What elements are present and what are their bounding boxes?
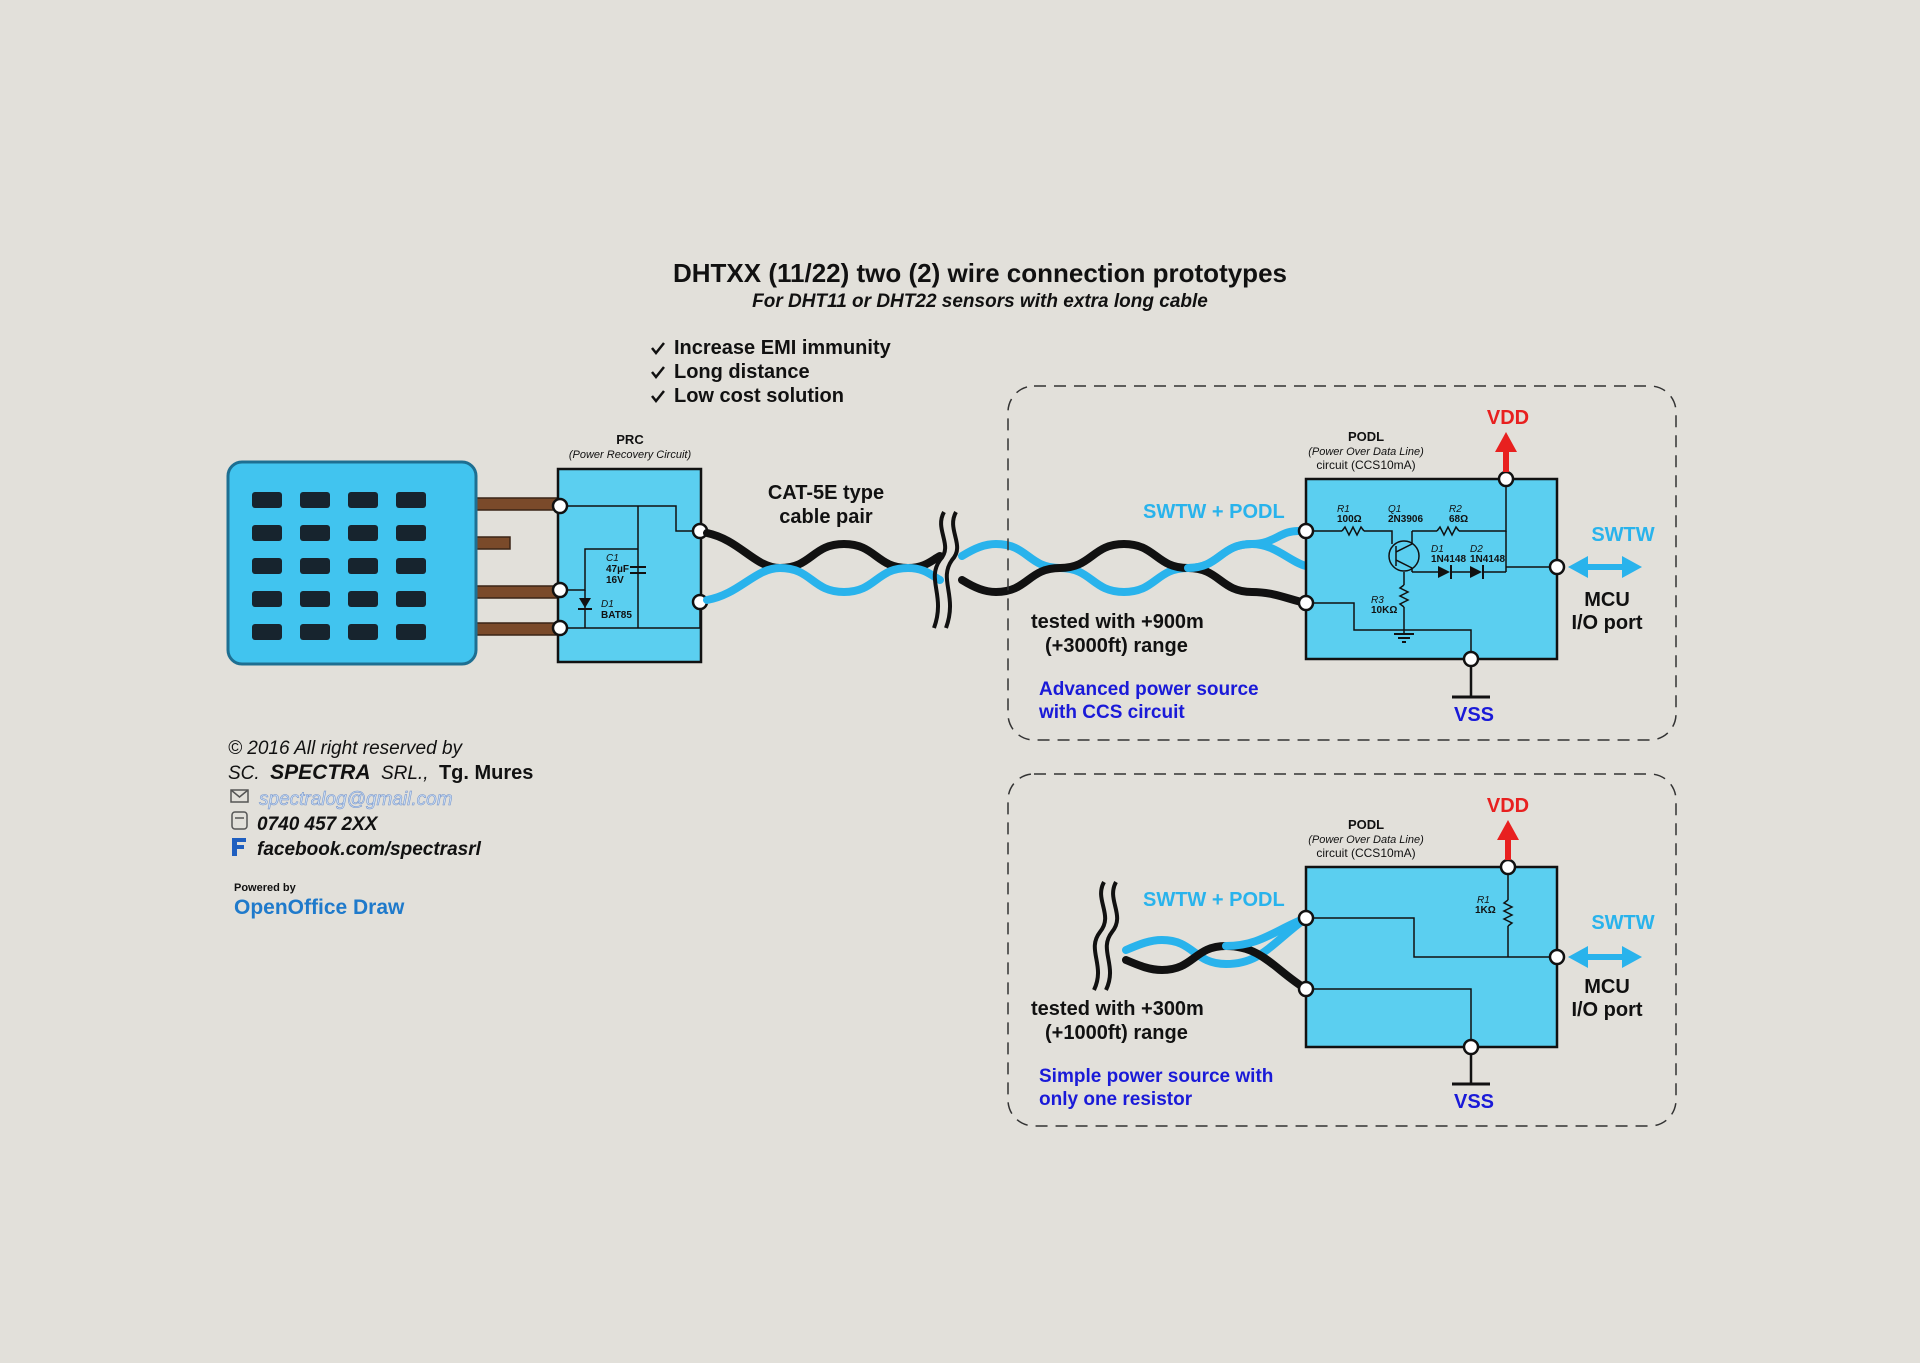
prc-d1-ref: D1 (601, 599, 614, 610)
twisted-pair-cable (703, 527, 1310, 607)
advanced-podl-box: PODL (Power Over Data Line) circuit (CCS… (1297, 429, 1566, 668)
ground-icon (1452, 666, 1490, 699)
company-suffix: SRL., (381, 763, 429, 784)
checkmark-icon (651, 390, 665, 404)
adv-r2-value: 68Ω (1449, 514, 1468, 525)
tool-name: OpenOffice Draw (234, 896, 405, 919)
adv-q1-value: 2N3906 (1388, 514, 1423, 525)
podl-title: PODL (1348, 429, 1384, 444)
feature-item: Increase EMI immunity (674, 337, 892, 359)
copyright-block: © 2016 All right reserved by SC. SPECTRA… (228, 738, 533, 919)
simple-podl-box: PODL (Power Over Data Line) circuit (CCS… (1297, 817, 1566, 1056)
prc-d1-value: BAT85 (601, 610, 632, 621)
break-mark-icon (1092, 881, 1120, 991)
podl-description: (Power Over Data Line) (1308, 446, 1424, 458)
sensor-pins (469, 497, 561, 636)
adv-r3-value: 10KΩ (1371, 605, 1397, 616)
dht-sensor (226, 460, 478, 666)
arrow-up-icon (1497, 820, 1519, 860)
simple-podl-description: (Power Over Data Line) (1308, 834, 1424, 846)
simple-line-label: SWTW + PODL (1143, 889, 1285, 911)
simple-r1-ref: R1 (1477, 895, 1490, 906)
arrow-up-icon (1495, 432, 1517, 472)
facebook-link[interactable]: facebook.com/spectrasrl (257, 839, 482, 860)
simple-panel (1007, 773, 1677, 1127)
simple-podl-title: PODL (1348, 817, 1384, 832)
phone-number: 0740 457 2XX (257, 814, 379, 835)
adv-r1-value: 100Ω (1337, 514, 1362, 525)
adv-d2-ref: D2 (1470, 544, 1483, 555)
simple-tested: (+1000ft) range (1045, 1022, 1188, 1044)
advanced-vdd-label: VDD (1487, 407, 1529, 429)
adv-r2-ref: R2 (1449, 504, 1462, 515)
adv-r1-ref: R1 (1337, 504, 1350, 515)
simple-note: only one resistor (1039, 1089, 1193, 1110)
company-city: Tg. Mures (439, 762, 533, 784)
capacitor-symbol (630, 566, 646, 574)
advanced-swtw-label: SWTW (1591, 524, 1654, 546)
advanced-tested: tested with +900m (1031, 611, 1204, 633)
diode-symbol (578, 598, 592, 610)
company-name: SC. SPECTRA SRL., Tg. Mures (228, 761, 533, 784)
advanced-vss-label: VSS (1454, 704, 1494, 726)
simple-vdd-label: VDD (1487, 795, 1529, 817)
prc-title: PRC (616, 432, 644, 447)
simple-note: Simple power source with (1039, 1066, 1273, 1087)
prc-c1-ref: C1 (606, 553, 619, 564)
company-brand: SPECTRA (270, 761, 370, 784)
double-arrow-icon (1568, 556, 1642, 578)
feature-list: Increase EMI immunity Long distance Low … (651, 337, 892, 407)
simple-mcu-label: I/O port (1571, 999, 1642, 1021)
cable-label: CAT-5E type (768, 482, 884, 504)
cable-label: cable pair (779, 506, 873, 528)
advanced-note: Advanced power source (1039, 679, 1259, 700)
double-arrow-icon (1568, 946, 1642, 968)
advanced-panel (1007, 385, 1677, 741)
checkmark-icon (651, 366, 665, 380)
facebook-icon (232, 838, 246, 856)
prc-c1-value: 47µF (606, 564, 629, 575)
company-prefix: SC. (228, 763, 260, 784)
advanced-line-label: SWTW + PODL (1143, 501, 1285, 523)
feature-item: Low cost solution (674, 385, 844, 407)
adv-q1-ref: Q1 (1388, 504, 1401, 515)
ground-icon (1452, 1054, 1490, 1086)
simple-vss-label: VSS (1454, 1091, 1494, 1113)
advanced-mcu-label: I/O port (1571, 612, 1642, 634)
twisted-pair-cable-simple (1122, 914, 1310, 993)
simple-podl-circuit: circuit (CCS10mA) (1316, 846, 1415, 860)
adv-d1-value: 1N4148 (1431, 554, 1466, 565)
prc-c1-voltage: 16V (606, 575, 624, 586)
podl-circuit: circuit (CCS10mA) (1316, 458, 1415, 472)
simple-mcu-label: MCU (1584, 976, 1630, 998)
adv-d1-ref: D1 (1431, 544, 1444, 555)
page-subtitle: For DHT11 or DHT22 sensors with extra lo… (752, 291, 1208, 312)
simple-r1-value: 1KΩ (1475, 905, 1496, 916)
prc-box: PRC (Power Recovery Circuit) C1 47µF 16V… (551, 432, 709, 664)
page-title: DHTXX (11/22) two (2) wire connection pr… (673, 258, 1287, 288)
prc-description: (Power Recovery Circuit) (569, 449, 692, 461)
adv-r3-ref: R3 (1371, 595, 1384, 606)
advanced-tested: (+3000ft) range (1045, 635, 1188, 657)
break-mark-icon (932, 511, 960, 629)
copyright-line: © 2016 All right reserved by (228, 738, 464, 759)
feature-item: Long distance (674, 361, 810, 383)
simple-swtw-label: SWTW (1591, 912, 1654, 934)
checkmark-icon (651, 342, 665, 356)
adv-d2-value: 1N4148 (1470, 554, 1505, 565)
advanced-mcu-label: MCU (1584, 589, 1630, 611)
phone-icon (231, 811, 248, 830)
advanced-note: with CCS circuit (1038, 702, 1185, 723)
simple-tested: tested with +300m (1031, 998, 1204, 1020)
envelope-icon (230, 789, 249, 803)
powered-by: Powered by (234, 882, 297, 894)
email-link[interactable]: spectralog@gmail.com (259, 789, 453, 811)
